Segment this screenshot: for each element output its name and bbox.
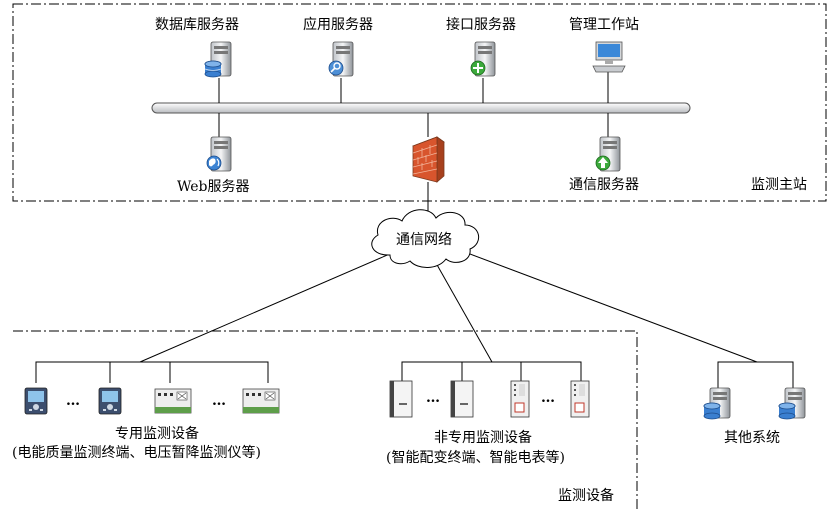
- database-server-icon: [204, 41, 232, 78]
- application-server-label: 应用服务器: [303, 17, 373, 33]
- non-dedicated-devices-sublabel: (智能配变终端、智能电表等): [386, 450, 565, 466]
- voltage-sag-monitor-icon: [242, 388, 280, 414]
- web-server-label: Web服务器: [177, 179, 250, 195]
- ellipsis: …: [541, 390, 555, 406]
- network-label: 通信网络: [396, 232, 452, 248]
- power-quality-meter-icon: [24, 387, 48, 415]
- other-systems-label: 其他系统: [724, 430, 780, 446]
- ellipsis: …: [426, 390, 440, 406]
- database-server-label: 数据库服务器: [155, 17, 239, 33]
- database-server-icon: [778, 387, 806, 420]
- database-server-icon: [703, 387, 731, 420]
- interface-server-label: 接口服务器: [446, 17, 516, 33]
- network-cloud: [371, 209, 480, 268]
- application-server-icon: [328, 41, 354, 77]
- workstation-label: 管理工作站: [569, 17, 639, 33]
- ellipsis: …: [212, 393, 226, 409]
- web-server-icon: [206, 136, 232, 172]
- master-station-region: [12, 3, 827, 202]
- dedicated-devices-label: 专用监测设备: [115, 426, 199, 442]
- communication-server-label: 通信服务器: [569, 177, 639, 193]
- firewall-icon: [412, 136, 445, 183]
- ellipsis: …: [66, 393, 80, 409]
- master-station-title: 监测主站: [751, 177, 807, 193]
- monitoring-devices-title: 监测设备: [558, 488, 614, 504]
- distribution-terminal-icon: [389, 380, 413, 418]
- communication-server-icon: [595, 136, 621, 172]
- non-dedicated-devices-label: 非专用监测设备: [434, 430, 532, 446]
- power-quality-meter-icon: [98, 387, 122, 415]
- interface-server-icon: [470, 41, 496, 77]
- smart-meter-icon: [570, 380, 590, 418]
- voltage-sag-monitor-icon: [154, 388, 192, 414]
- distribution-terminal-icon: [450, 380, 474, 418]
- monitoring-devices-region: [13, 330, 638, 509]
- workstation-icon: [592, 41, 626, 73]
- dedicated-devices-sublabel: (电能质量监测终端、电压暂降监测仪等): [12, 445, 261, 461]
- smart-meter-icon: [510, 380, 530, 418]
- network-bus: [151, 102, 691, 114]
